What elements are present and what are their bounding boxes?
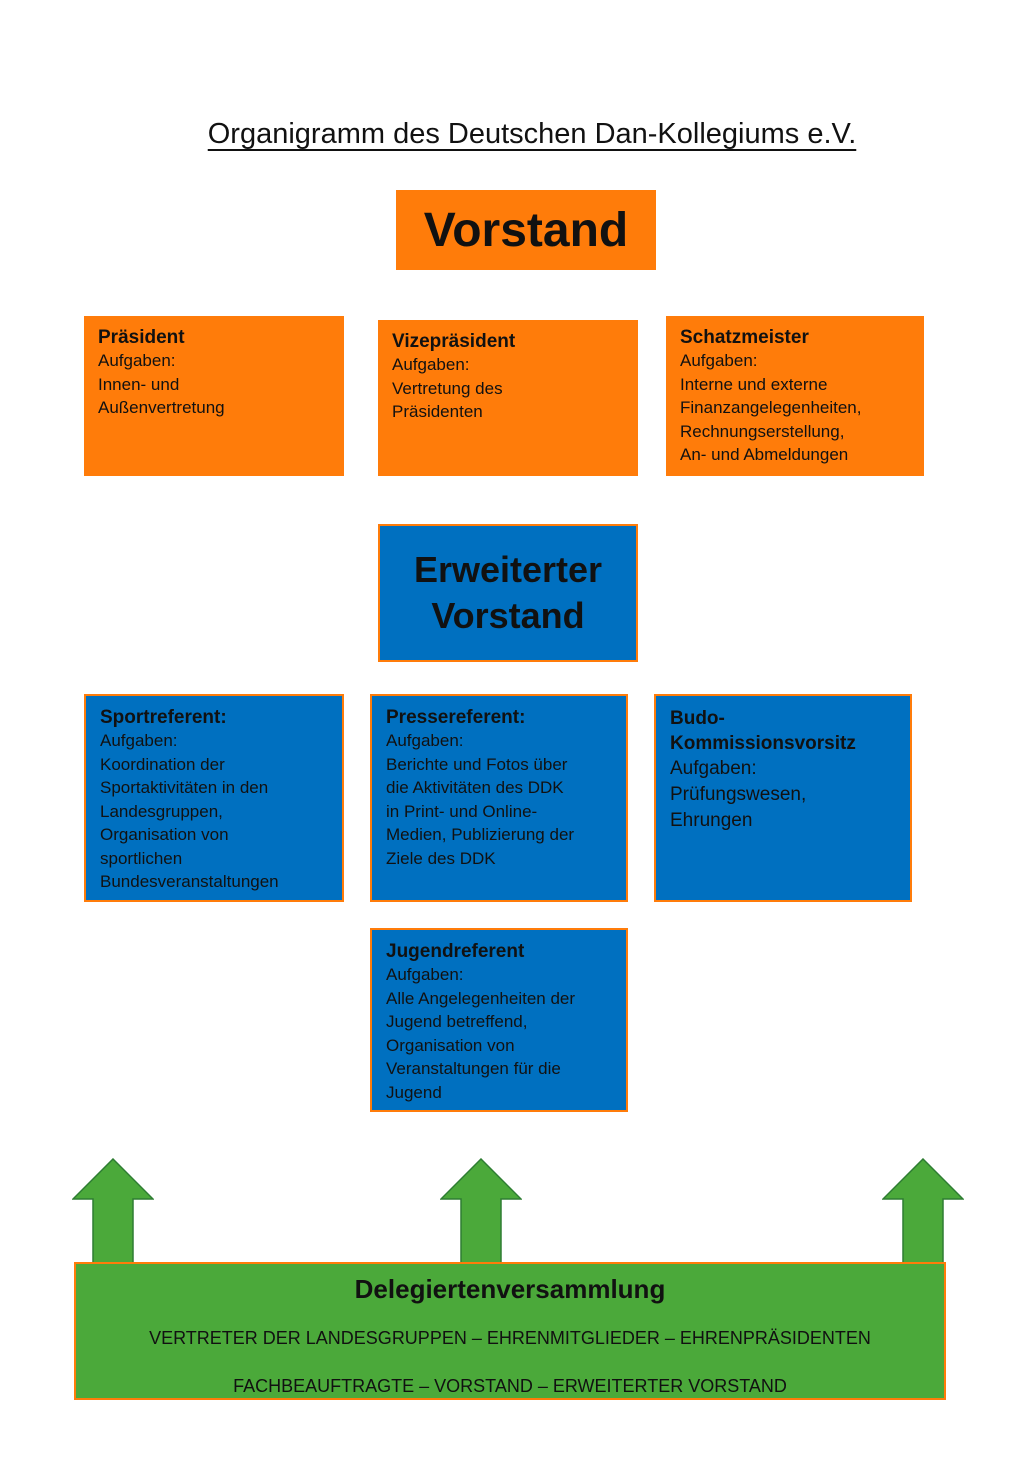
pressereferent-subtitle: Aufgaben: — [386, 731, 464, 750]
sportreferent-title: Sportreferent: — [100, 707, 227, 728]
delegiertenversammlung-box: Delegiertenversammlung VERTRETER DER LAN… — [74, 1262, 946, 1400]
pressereferent-box: Pressereferent: Aufgaben: Berichte und F… — [370, 694, 628, 902]
erweiterter-vorstand-label-line1: Erweiterter — [413, 549, 603, 590]
vizepraesident-subtitle: Aufgaben: — [392, 355, 470, 374]
praesident-title: Präsident — [98, 327, 185, 348]
praesident-subtitle: Aufgaben: — [98, 351, 176, 370]
budo-kommission-title-line2: Kommissionsvorsitz — [670, 733, 856, 754]
page-title: Organigramm des Deutschen Dan-Kollegiums… — [207, 118, 857, 150]
vorstand-label: Vorstand — [423, 203, 629, 257]
budo-kommission-line: Ehrungen — [670, 810, 753, 831]
jugendreferent-box: Jugendreferent Aufgaben: Alle Angelegenh… — [370, 928, 628, 1112]
erweiterter-vorstand-label-line2: Vorstand — [431, 595, 585, 636]
schatzmeister-line: Interne und externe — [680, 374, 828, 394]
delegiertenversammlung-title: Delegiertenversammlung — [354, 1274, 666, 1304]
sportreferent-line: Landesgruppen, — [100, 801, 223, 821]
pressereferent-line: Ziele des DDK — [386, 848, 496, 868]
up-arrow-icon — [882, 1158, 964, 1268]
vizepraesident-title: Vizepräsident — [392, 331, 516, 352]
jugendreferent-subtitle: Aufgaben: — [386, 965, 464, 984]
sportreferent-line: Organisation von — [100, 825, 229, 844]
sportreferent-box: Sportreferent: Aufgaben: Koordination de… — [84, 694, 344, 902]
up-arrow-icon — [72, 1158, 154, 1268]
jugendreferent-line: Jugend — [386, 1082, 442, 1102]
vizepraesident-box: Vizepräsident Aufgaben: Vertretung des P… — [378, 320, 638, 476]
sportreferent-line: Koordination der — [100, 754, 225, 774]
pressereferent-line: die Aktivitäten des DDK — [386, 778, 564, 797]
schatzmeister-box: Schatzmeister Aufgaben: Interne und exte… — [666, 316, 924, 476]
schatzmeister-line: An- und Abmeldungen — [680, 445, 849, 464]
budo-kommission-subtitle: Aufgaben: — [670, 758, 757, 779]
budo-kommission-line: Prüfungswesen, — [670, 784, 807, 805]
pressereferent-title: Pressereferent: — [386, 707, 526, 728]
sportreferent-line: Sportaktivitäten in den — [100, 778, 269, 797]
vorstand-box: Vorstand — [396, 190, 656, 270]
praesident-line: Außenvertretung — [98, 398, 225, 417]
delegiertenversammlung-line2: FACHBEAUFTRAGTE – VORSTAND – ERWEITERTER… — [233, 1376, 787, 1396]
pressereferent-line: Medien, Publizierung der — [386, 825, 575, 844]
praesident-line: Innen- und — [98, 374, 180, 394]
jugendreferent-line: Jugend betreffend, — [386, 1012, 528, 1031]
sportreferent-line: sportlichen — [100, 848, 183, 868]
schatzmeister-subtitle: Aufgaben: — [680, 351, 758, 370]
jugendreferent-title: Jugendreferent — [386, 941, 525, 962]
pressereferent-line: in Print- und Online- — [386, 801, 538, 821]
praesident-box: Präsident Aufgaben: Innen- und Außenvert… — [84, 316, 344, 476]
jugendreferent-line: Organisation von — [386, 1035, 515, 1055]
delegiertenversammlung-line1: VERTRETER DER LANDESGRUPPEN – EHRENMITGL… — [149, 1328, 871, 1348]
sportreferent-subtitle: Aufgaben: — [100, 731, 178, 750]
jugendreferent-line: Alle Angelegenheiten der — [386, 988, 576, 1008]
sportreferent-line: Bundesveranstaltungen — [100, 872, 279, 891]
vizepraesident-line: Vertretung des — [392, 378, 503, 398]
budo-kommission-title-line1: Budo- — [670, 708, 725, 729]
erweiterter-vorstand-box: Erweiterter Vorstand — [378, 524, 638, 662]
schatzmeister-line: Finanzangelegenheiten, — [680, 398, 862, 417]
schatzmeister-title: Schatzmeister — [680, 327, 809, 348]
jugendreferent-line: Veranstaltungen für die — [386, 1059, 561, 1078]
pressereferent-line: Berichte und Fotos über — [386, 754, 568, 774]
vizepraesident-line: Präsidenten — [392, 402, 483, 421]
schatzmeister-line: Rechnungserstellung, — [680, 421, 845, 441]
up-arrow-icon — [440, 1158, 522, 1268]
budo-kommission-box: Budo- Kommissionsvorsitz Aufgaben: Prüfu… — [654, 694, 912, 902]
